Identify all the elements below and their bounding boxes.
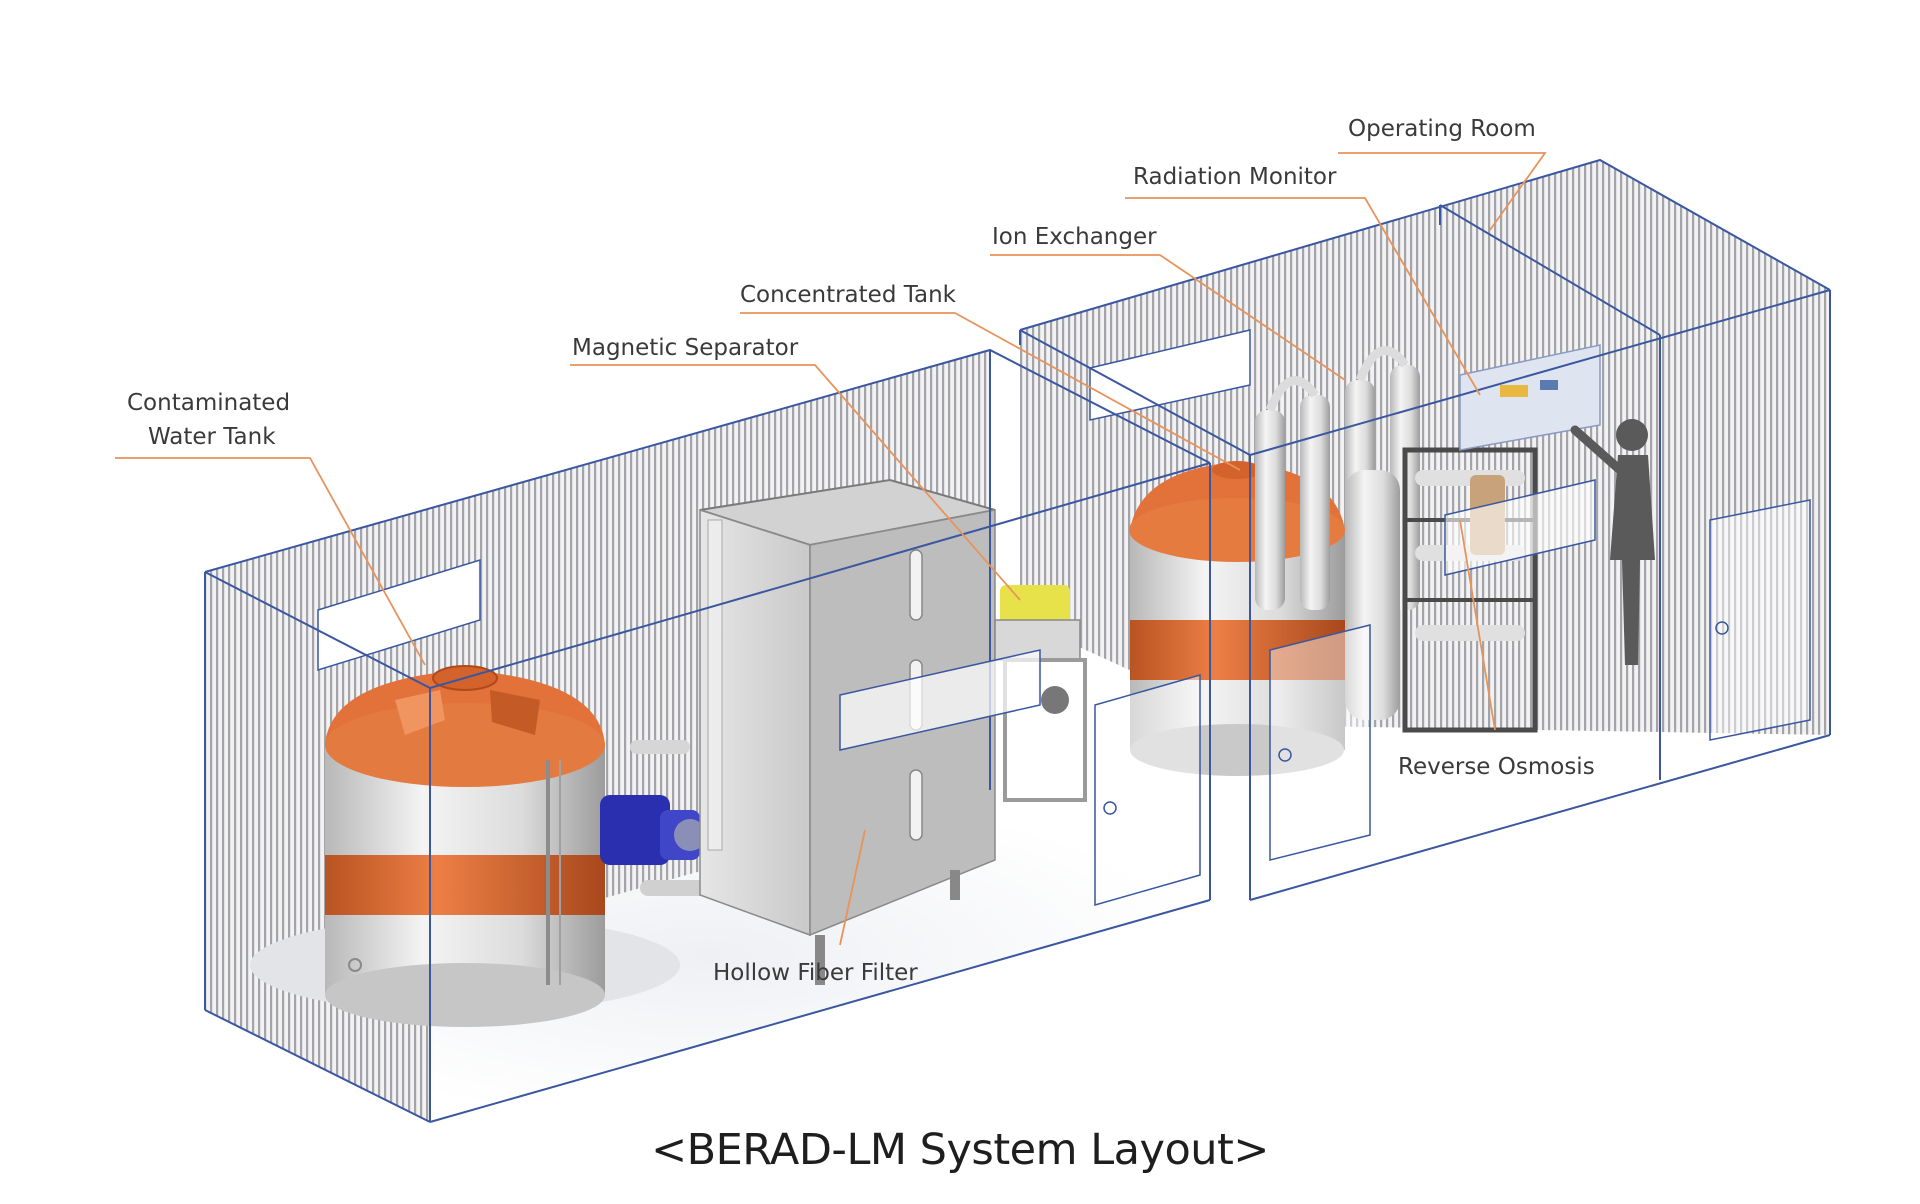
left-window-1 <box>317 558 481 672</box>
component-labels: Contaminated Water Tank Magnetic Separat… <box>127 116 1595 986</box>
doors <box>1094 499 1811 906</box>
glass-strip-right <box>1444 479 1596 576</box>
right-window-1 <box>1089 329 1251 421</box>
leader-radiation-monitor <box>1125 197 1481 396</box>
leader-concentrated-tank <box>740 312 1241 471</box>
label-contaminated-water-tank-2: Water Tank <box>148 424 276 450</box>
label-concentrated-tank: Concentrated Tank <box>740 282 957 308</box>
label-reverse-osmosis: Reverse Osmosis <box>1398 754 1595 780</box>
label-magnetic-separator: Magnetic Separator <box>572 335 799 361</box>
leader-reverse-osmosis <box>1459 519 1496 731</box>
label-operating-room: Operating Room <box>1348 116 1536 142</box>
leader-magnetic-separator <box>570 364 1021 601</box>
operator-figure <box>1570 419 1655 665</box>
label-radiation-monitor: Radiation Monitor <box>1133 164 1337 190</box>
leader-hollow-fiber-filter <box>839 829 866 946</box>
label-hollow-fiber-filter: Hollow Fiber Filter <box>713 960 918 986</box>
glass-strip-left <box>839 649 1041 751</box>
feed-pump <box>600 740 710 896</box>
magnetic-separator-unit <box>994 585 1087 802</box>
label-contaminated-water-tank-1: Contaminated <box>127 390 290 416</box>
leader-operating-room <box>1338 152 1547 231</box>
leader-lines <box>115 152 1547 946</box>
diagram-caption: <BERAD-LM System Layout> <box>651 1125 1269 1175</box>
contaminated-water-tank <box>250 665 680 1027</box>
leader-contaminated-water-tank <box>115 457 426 666</box>
radiation-monitor-panel <box>1459 344 1601 451</box>
leader-ion-exchanger <box>990 254 1346 381</box>
container-outlines <box>204 158 1831 1123</box>
label-ion-exchanger: Ion Exchanger <box>992 224 1157 250</box>
